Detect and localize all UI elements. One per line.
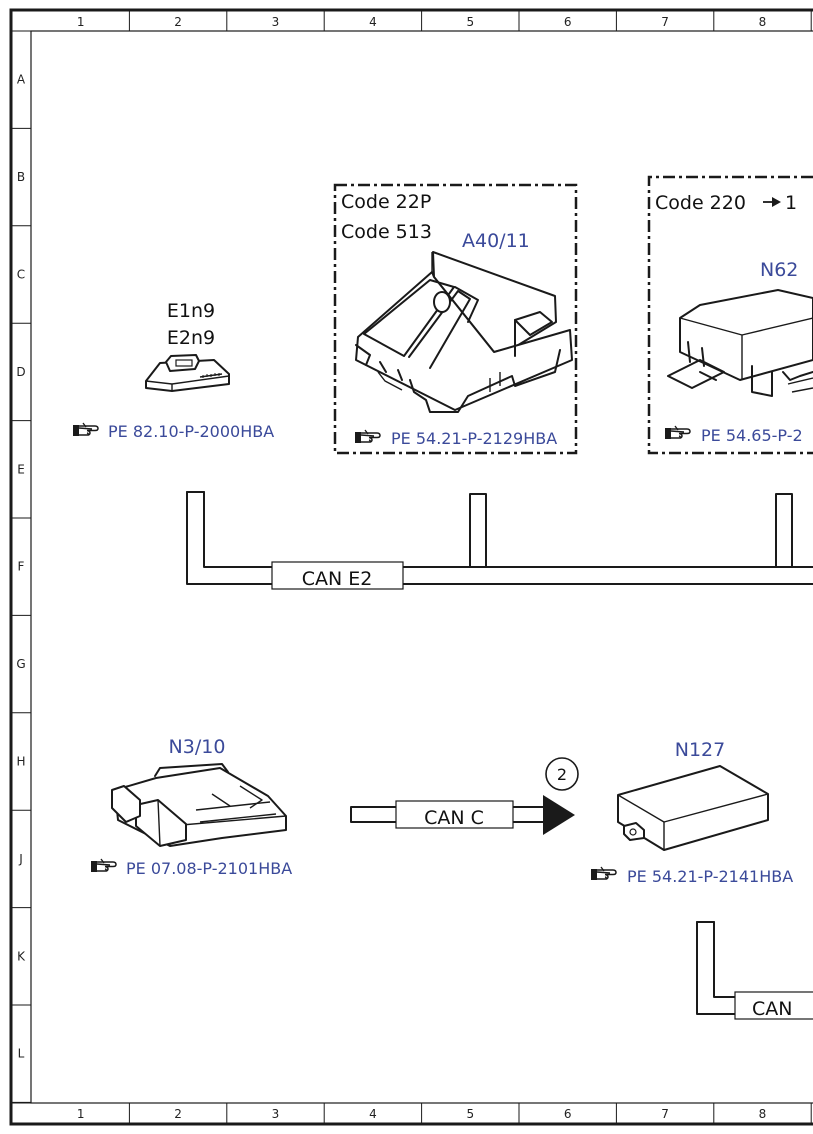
grid-label: 2	[174, 15, 182, 29]
reference-row[interactable]: PE 54.65-P-2	[664, 425, 803, 445]
pointing-hand-icon	[354, 429, 381, 444]
reference-link[interactable]: PE 54.65-P-2	[701, 426, 803, 445]
component-label: E2n9	[167, 327, 215, 349]
grid-label: K	[17, 949, 26, 963]
marker-circle	[545, 757, 579, 791]
grid-label: 3	[272, 1107, 280, 1121]
component-label: E1n9	[167, 300, 215, 322]
option-code: Code 220	[655, 192, 746, 214]
bus-can-e2: CAN E2	[186, 491, 813, 590]
e1n9-module-icon	[145, 354, 230, 392]
grid-label: C	[17, 268, 25, 282]
reference-link[interactable]: PE 07.08-P-2101HBA	[126, 859, 292, 878]
a40-11-display-unit-icon	[355, 251, 573, 413]
grid-label: F	[18, 560, 25, 574]
component-label: N127	[675, 739, 725, 761]
grid-label: 6	[564, 15, 572, 29]
grid-label: 4	[369, 15, 377, 29]
reference-row[interactable]: PE 54.21-P-2129HBA	[354, 429, 557, 448]
n62-control-unit-icon	[667, 289, 813, 397]
option-code: Code 513	[341, 221, 432, 243]
pointing-hand-icon	[90, 858, 117, 873]
grid-label: A	[17, 73, 26, 87]
grid-label: 1	[77, 1107, 85, 1121]
component-e1n9[interactable]: E1n9 E2n9 PE 82.10-P-2000HBA	[72, 300, 274, 441]
grid-label: H	[16, 755, 25, 769]
bus-label: CAN E2	[302, 568, 373, 590]
arrow-right-icon	[763, 197, 781, 207]
reference-row[interactable]: PE 82.10-P-2000HBA	[72, 422, 274, 441]
grid-label: 3	[272, 15, 280, 29]
component-a40-11[interactable]: Code 22P Code 513 A40/11 PE 54.21-P-2129…	[333, 183, 578, 455]
component-label: N3/10	[169, 736, 226, 758]
grid-label: 2	[174, 1107, 182, 1121]
grid-ticks	[11, 10, 812, 1124]
option-boundary	[647, 175, 813, 455]
arrow-head-icon	[543, 795, 575, 835]
reference-link[interactable]: PE 54.21-P-2141HBA	[627, 867, 793, 886]
pointing-hand-icon	[72, 422, 99, 437]
grid-label: J	[18, 852, 23, 866]
bus-can-c: CAN C 2	[350, 757, 579, 835]
grid-label: D	[16, 365, 25, 379]
component-n62[interactable]: Code 220 1 N62 PE 54.65-P-2	[647, 175, 813, 455]
pointing-hand-icon	[664, 425, 691, 440]
grid-label: 5	[466, 1107, 474, 1121]
grid-label: L	[18, 1047, 25, 1061]
grid-label: 1	[77, 15, 85, 29]
grid-label: G	[16, 657, 25, 671]
component-label: A40/11	[462, 230, 530, 252]
option-code-suffix: 1	[785, 192, 797, 214]
grid-label: 8	[759, 15, 767, 29]
option-code: Code 22P	[341, 191, 431, 213]
component-label: N62	[760, 259, 798, 281]
grid-label: 5	[466, 15, 474, 29]
grid-label: B	[17, 170, 25, 184]
option-boundary	[333, 183, 578, 455]
reference-link[interactable]: PE 82.10-P-2000HBA	[108, 422, 274, 441]
grid-label: E	[17, 462, 25, 476]
grid-label: 4	[369, 1107, 377, 1121]
reference-row[interactable]: PE 07.08-P-2101HBA	[90, 858, 292, 878]
bus-label: CAN C	[424, 807, 484, 829]
reference-row[interactable]: PE 54.21-P-2141HBA	[590, 866, 793, 886]
bus-can-partial: CAN	[696, 921, 813, 1020]
component-n127[interactable]: N127 PE 54.21-P-2141HBA	[590, 739, 793, 886]
n127-module-icon	[617, 765, 769, 851]
bus-label: CAN	[752, 998, 792, 1020]
grid-label: 7	[661, 15, 669, 29]
grid-label: 7	[661, 1107, 669, 1121]
grid-label: 8	[759, 1107, 767, 1121]
n3-10-ecu-icon	[111, 763, 287, 847]
pointing-hand-icon	[590, 866, 617, 881]
component-n3-10[interactable]: N3/10 PE 07.08-P-2101HBA	[90, 736, 292, 878]
marker-number: 2	[557, 765, 567, 784]
grid-label: 6	[564, 1107, 572, 1121]
reference-link[interactable]: PE 54.21-P-2129HBA	[391, 429, 557, 448]
drawing-frame	[9, 8, 813, 1126]
